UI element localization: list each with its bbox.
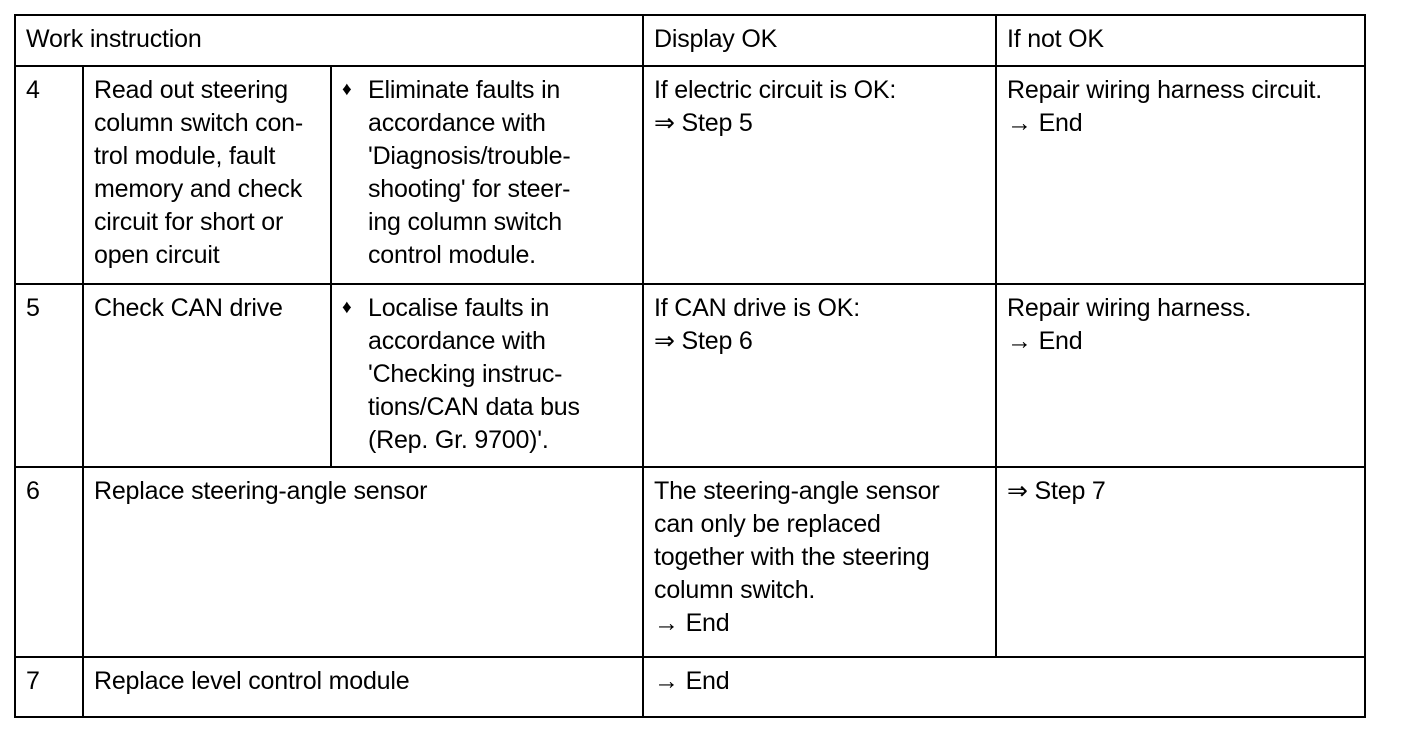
display-ok-cell: The steering-angle sensor can only be re… <box>642 466 998 658</box>
display-ok-text: If electric circuit is OK: ⇒ Step 5 <box>654 76 897 137</box>
column-header-display-ok: Display OK <box>642 14 998 67</box>
work-instruction-cell: Replace steering-angle sensor <box>81 466 645 658</box>
if-not-ok-text: Repair wiring harness. → End <box>1007 294 1252 355</box>
if-not-ok-cell: ⇒ Step 7 <box>995 466 1367 658</box>
work-instruction-text: Read out steering column switch con- tro… <box>94 76 303 269</box>
work-instruction-text: Replace level control module <box>94 667 410 695</box>
bullet-item: ♦ Localise faults in accordance with 'Ch… <box>342 292 632 457</box>
display-ok-cell: If electric circuit is OK: ⇒ Step 5 <box>642 66 998 285</box>
bullet-text: Localise faults in accordance with 'Chec… <box>368 294 580 454</box>
bullet-notes-cell: ♦ Eliminate faults in accordance with 'D… <box>329 66 645 285</box>
work-instruction-cell: Read out steering column switch con- tro… <box>82 66 332 285</box>
diamond-bullet-icon: ♦ <box>342 79 352 100</box>
bullet-notes-cell: ♦ Localise faults in accordance with 'Ch… <box>329 283 645 468</box>
display-ok-text: If CAN drive is OK: ⇒ Step 6 <box>654 294 860 355</box>
table-row: 7 Replace level control module → End <box>14 656 1367 718</box>
table-row: 5 Check CAN drive ♦ Localise faults in a… <box>14 283 1367 468</box>
column-header-work-instruction: Work instruction <box>13 14 645 67</box>
bullet-item: ♦ Eliminate faults in accordance with 'D… <box>342 74 632 272</box>
if-not-ok-text: ⇒ Step 7 <box>1007 477 1106 505</box>
table-header: Work instruction Display OK If not OK <box>13 14 1367 67</box>
step-number: 4 <box>14 66 84 285</box>
work-instruction-table: Work instruction Display OK If not OK 4 … <box>13 14 1367 718</box>
column-header-if-not-ok: If not OK <box>995 14 1367 67</box>
work-instruction-text: Check CAN drive <box>94 294 283 322</box>
step-number: 6 <box>14 466 84 658</box>
bullet-text: Eliminate faults in accordance with 'Dia… <box>368 76 571 269</box>
table-row: 4 Read out steering column switch con- t… <box>14 66 1367 285</box>
table-body: 4 Read out steering column switch con- t… <box>14 66 1367 718</box>
work-instruction-cell: Check CAN drive <box>82 283 332 468</box>
work-instruction-text: Replace steering-angle sensor <box>94 477 428 505</box>
header-row: Work instruction Display OK If not OK <box>13 14 1367 67</box>
step-number: 5 <box>14 283 84 468</box>
display-ok-cell: → End <box>642 656 1367 718</box>
diamond-bullet-icon: ♦ <box>342 297 352 318</box>
if-not-ok-cell: Repair wiring harness circuit. → End <box>995 66 1367 285</box>
step-number: 7 <box>14 656 84 718</box>
if-not-ok-cell: Repair wiring harness. → End <box>995 283 1367 468</box>
display-ok-text: → End <box>654 667 730 695</box>
if-not-ok-text: Repair wiring harness circuit. → End <box>1007 76 1322 137</box>
table-row: 6 Replace steering-angle sensor The stee… <box>14 466 1367 658</box>
display-ok-cell: If CAN drive is OK: ⇒ Step 6 <box>642 283 998 468</box>
work-instruction-cell: Replace level control module <box>81 656 645 718</box>
display-ok-text: The steering-angle sensor can only be re… <box>654 477 940 637</box>
